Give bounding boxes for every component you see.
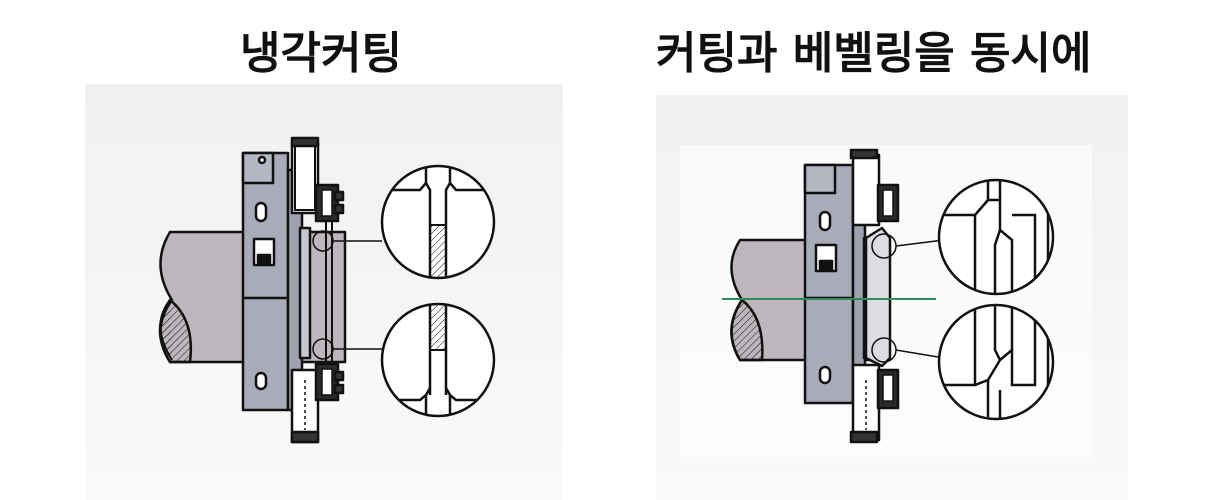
title-cutting-and-beveling: 커팅과 베벨링을 동시에 [656,28,1092,79]
left-machine-diagram [158,136,382,444]
left-detail-top [380,164,496,280]
right-machine-diagram [730,148,945,444]
left-main-body [241,151,290,412]
right-detail-bottom [937,303,1055,421]
left-detail-bottom [380,302,496,418]
title-cold-cutting: 냉각커팅 [240,28,402,79]
right-detail-top [937,178,1055,296]
